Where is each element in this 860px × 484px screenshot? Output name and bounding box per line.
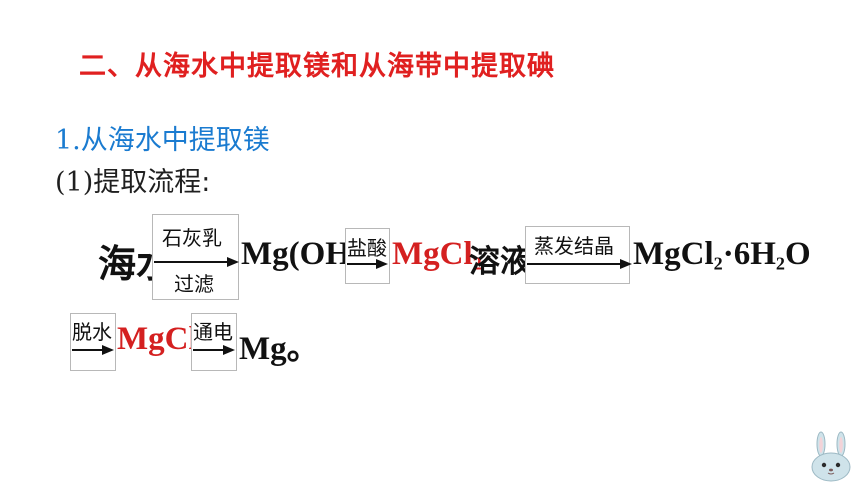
- solution-label: 溶液: [469, 244, 531, 280]
- subtitle: 1.从海水中提取镁: [55, 118, 270, 157]
- arrow3-top-label: 蒸发结晶: [534, 234, 614, 258]
- arrow2-line: [347, 263, 377, 265]
- arrow4-head: [102, 345, 114, 355]
- arrow3-line: [527, 263, 621, 265]
- arrow4-box: [70, 313, 116, 371]
- arrow5-box: [191, 313, 237, 371]
- hydrate-formula: MgCl2·6H2O: [633, 236, 811, 274]
- arrow5-head: [223, 345, 235, 355]
- mgcl2-subscript: 2: [472, 253, 482, 274]
- section-title: 二、从海水中提取镁和从海带中提取碘: [79, 51, 555, 82]
- arrow2-top-label: 盐酸: [347, 236, 387, 260]
- mgcl2-base: MgCl: [392, 236, 473, 272]
- arrow1-top-label: 石灰乳: [162, 226, 222, 250]
- step-label: (1)提取流程:: [55, 160, 210, 199]
- mg-oh2-formula: Mg(OH)2: [241, 236, 371, 274]
- step-text: 提取流程:: [93, 167, 211, 198]
- arrow5-line: [193, 349, 224, 351]
- arrow3-box: [525, 226, 630, 284]
- arrow2-box: [345, 228, 390, 284]
- hydrate-subscript-2: 2: [775, 253, 785, 274]
- arrow2-head: [376, 259, 388, 269]
- arrow3-head: [620, 259, 632, 269]
- hydrate-water: ·6H: [722, 236, 776, 272]
- subtitle-text: 从海水中提取镁: [80, 125, 270, 156]
- arrow4-top-label: 脱水: [72, 320, 112, 344]
- subtitle-number: 1.: [55, 125, 81, 156]
- hydrate-subscript-1: 2: [713, 253, 723, 274]
- arrow1-box: [152, 214, 239, 300]
- hydrate-base: MgCl: [633, 236, 714, 272]
- hydrate-oxygen: O: [785, 236, 811, 272]
- mgcl2-red-formula: MgCl2: [392, 236, 482, 274]
- bunny-mascot-icon: [811, 431, 851, 482]
- arrow1-head: [227, 257, 239, 267]
- product-mg: Mg。: [239, 331, 320, 367]
- mg-oh2-base: Mg(OH): [241, 236, 362, 272]
- arrow4-line: [72, 349, 103, 351]
- arrow1-line: [154, 261, 228, 263]
- mgcl2-base-2: MgCl: [117, 321, 198, 357]
- arrow5-top-label: 通电: [193, 320, 233, 344]
- step-number: (1): [55, 167, 94, 198]
- arrow1-bottom-label: 过滤: [174, 272, 214, 296]
